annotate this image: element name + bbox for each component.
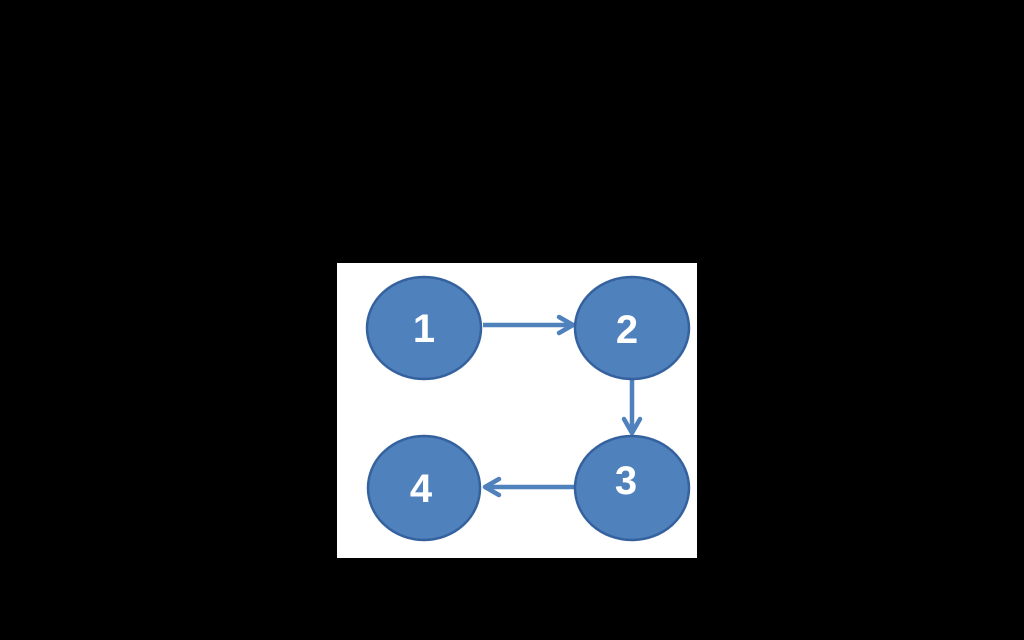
node-1: 1 [365,275,483,381]
node-2: 2 [573,275,691,381]
diagram-panel: 1 2 3 4 [337,263,697,558]
flow-diagram: 1 2 3 4 [365,275,691,542]
node-2-label: 2 [616,308,638,352]
node-1-label: 1 [413,307,435,351]
node-4-label: 4 [410,467,433,511]
node-3: 3 [573,434,691,542]
node-4-circle [366,434,482,542]
node-3-label: 3 [615,459,637,503]
node-2-circle [573,275,691,381]
node-4: 4 [366,434,482,542]
node-3-circle [573,434,691,542]
node-1-circle [365,275,483,381]
